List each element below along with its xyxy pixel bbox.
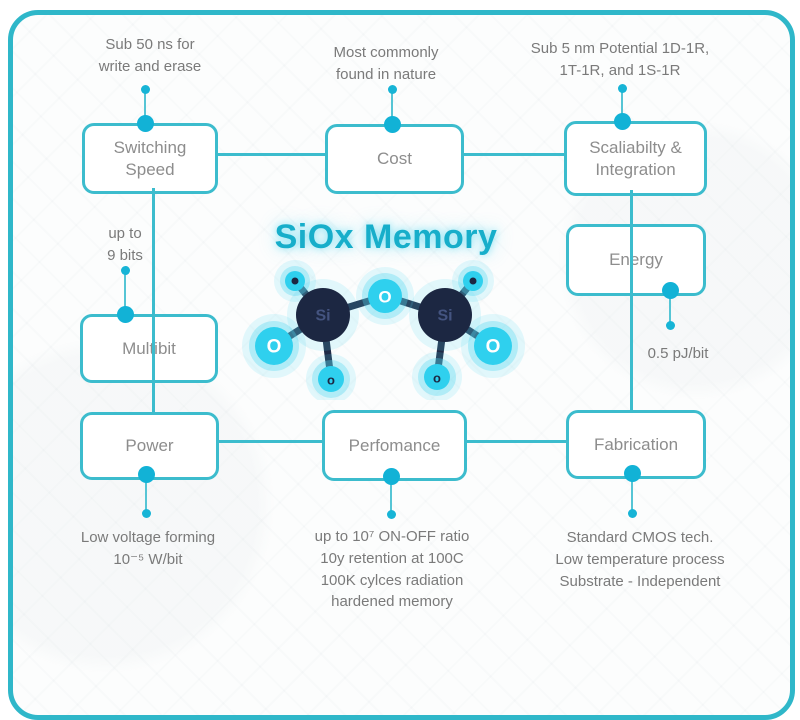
- node-cost: Cost: [325, 124, 464, 194]
- connector-switching-cost: [212, 153, 325, 156]
- diagram-title: SiOx Memory: [274, 218, 498, 256]
- connector-cost-scalability: [458, 153, 564, 156]
- o-label-right-outer: O: [486, 337, 501, 358]
- o-atom-left-bottom: [318, 366, 344, 392]
- node-multibit: Multibit: [80, 314, 218, 383]
- node-dot-multibit: [117, 306, 134, 323]
- stem-fabrication: [631, 474, 633, 513]
- note-dot-cost: [388, 85, 397, 94]
- stem-switching: [144, 90, 146, 124]
- note-dot-switching: [141, 85, 150, 94]
- stem-performance: [390, 477, 392, 514]
- si-label-right: Si: [437, 308, 452, 325]
- connector-performance-fabrication: [461, 440, 566, 443]
- note-dot-multibit: [121, 266, 130, 275]
- si-label-left: Si: [315, 308, 330, 325]
- node-scalability-integration: Scaliabilty & Integration: [564, 121, 707, 196]
- o-atom-right-outer: [474, 327, 512, 365]
- node-energy: Energy: [566, 224, 706, 296]
- node-dot-energy: [662, 282, 679, 299]
- node-dot-fabrication: [624, 465, 641, 482]
- note-dot-energy: [666, 321, 675, 330]
- note-dot-power: [142, 509, 151, 518]
- note-dot-scalability: [618, 84, 627, 93]
- node-dot-performance: [383, 468, 400, 485]
- node-performance: Perfomance: [322, 410, 467, 481]
- node-dot-cost: [384, 116, 401, 133]
- o-atom-center: [368, 279, 402, 313]
- o-atom-right-top-dot: [469, 277, 477, 285]
- note-multibit: up to 9 bits: [107, 225, 143, 264]
- note-energy: 0.5 pJ/bit: [647, 345, 709, 362]
- note-cost: Most commonly found in nature: [333, 44, 439, 83]
- o-label-center: O: [378, 288, 391, 307]
- node-dot-scalability: [614, 113, 631, 130]
- note-fabrication: Standard CMOS tech. Low temperature proc…: [555, 529, 725, 590]
- note-scalability: Sub 5 nm Potential 1D-1R, 1T-1R, and 1S-…: [530, 40, 710, 79]
- stem-scalability: [621, 89, 623, 122]
- si-atom-right: [418, 288, 472, 342]
- siox-memory-infographic: Switching Speed Cost Scaliabilty & Integ…: [8, 10, 795, 720]
- stem-cost: [391, 90, 393, 125]
- o-label-right-bottom: o: [433, 371, 441, 386]
- si-atom-left: [296, 288, 350, 342]
- note-dot-performance: [387, 510, 396, 519]
- connector-scalability-energy-fabrication: [630, 190, 633, 410]
- stem-power: [145, 475, 147, 513]
- node-dot-switching: [137, 115, 154, 132]
- connector-switching-multibit-power: [152, 188, 155, 412]
- o-atom-left-outer: [255, 327, 293, 365]
- o-atom-right-bottom: [424, 364, 450, 390]
- node-dot-power: [138, 466, 155, 483]
- o-label-left-outer: O: [267, 337, 282, 358]
- o-label-left-bottom: o: [327, 373, 335, 388]
- note-switching-speed: Sub 50 ns for write and erase: [98, 36, 202, 75]
- stem-multibit: [124, 271, 126, 315]
- note-power: Low voltage forming 10⁻⁵ W/bit: [80, 529, 216, 568]
- siox-molecule: Si Si O O O o o: [242, 260, 525, 400]
- stem-energy: [669, 292, 671, 326]
- connector-power-performance: [213, 440, 322, 443]
- note-dot-fabrication: [628, 509, 637, 518]
- o-atom-left-top-dot: [291, 277, 299, 285]
- node-switching-speed: Switching Speed: [82, 123, 218, 194]
